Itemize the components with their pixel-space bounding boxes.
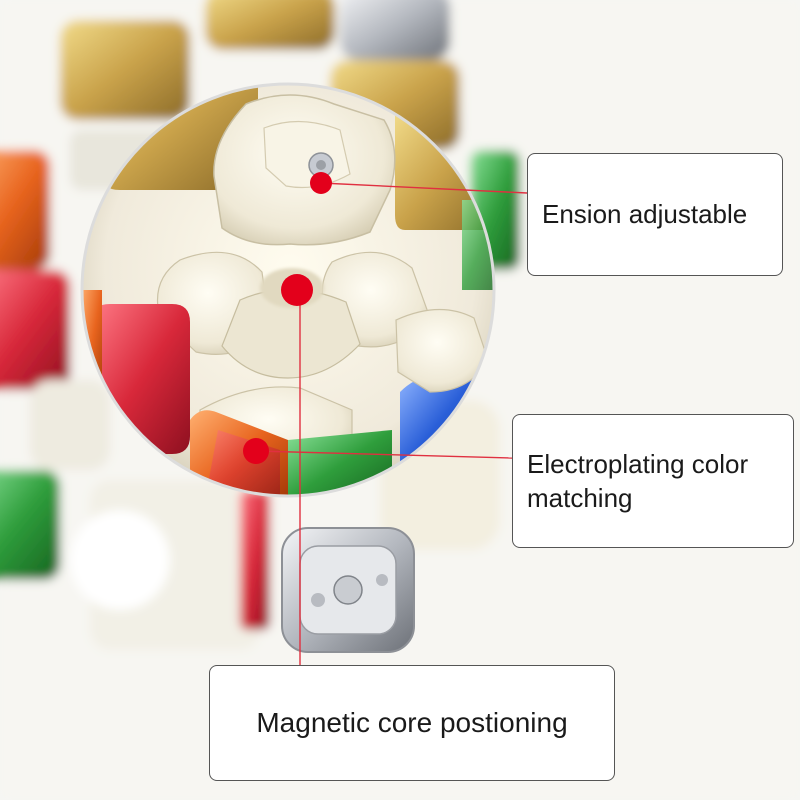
tension-leader-line <box>320 182 528 194</box>
plating-callout-label: Electroplating color matching <box>527 449 749 513</box>
plating-callout: Electroplating color matching <box>512 414 794 548</box>
tension-marker-dot <box>310 172 332 194</box>
plating-leader-line <box>255 450 513 459</box>
tension-callout-label: Ension adjustable <box>542 199 748 229</box>
core-callout: Magnetic core postioning <box>209 665 615 781</box>
silver-center-cap <box>281 527 415 653</box>
core-callout-label: Magnetic core postioning <box>256 707 568 738</box>
core-marker-dot <box>281 274 313 306</box>
tension-callout: Ension adjustable <box>527 153 783 276</box>
plating-marker-dot <box>243 438 269 464</box>
